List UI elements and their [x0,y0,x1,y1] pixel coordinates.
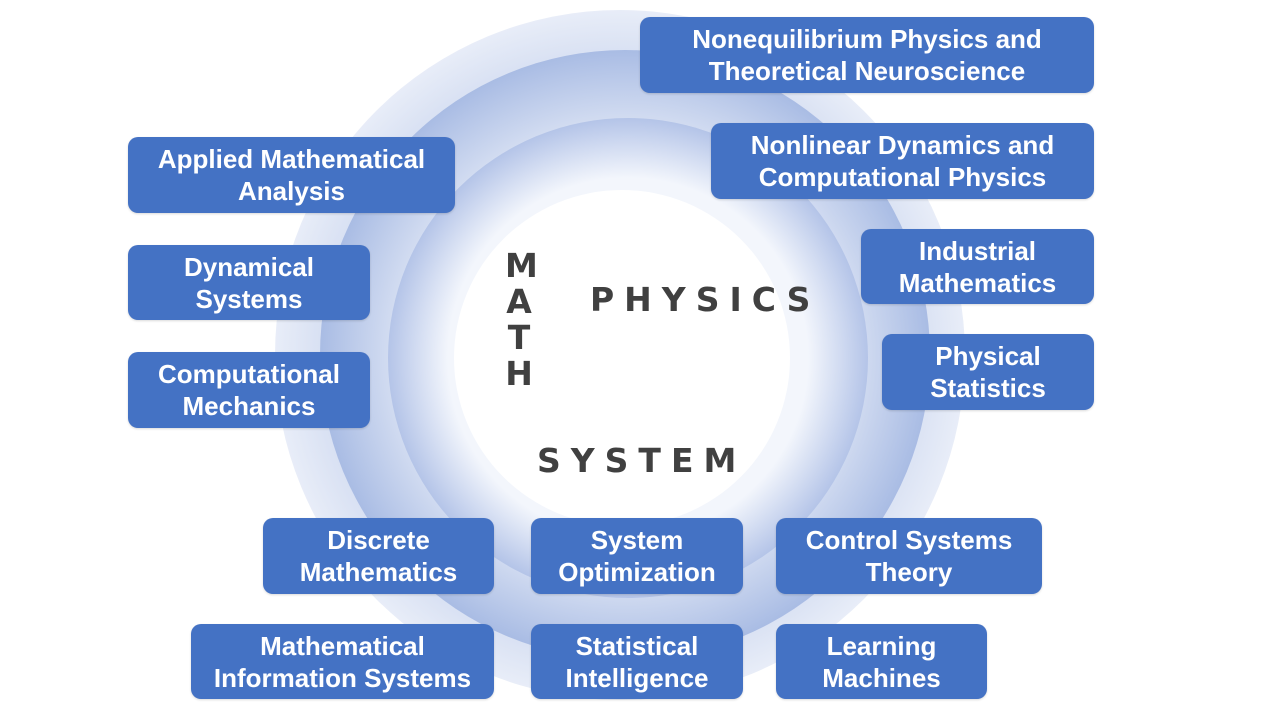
topic-mathematical-information-systems: Mathematical Information Systems [191,624,494,699]
core-label-physics: PHYSICS [590,280,821,319]
topic-industrial-mathematics: Industrial Mathematics [861,229,1094,304]
topic-applied-mathematical-analysis: Applied Mathematical Analysis [128,137,455,213]
topic-label: Nonequilibrium Physics and Theoretical N… [692,24,1042,86]
topic-control-systems-theory: Control Systems Theory [776,518,1042,594]
topic-label: Discrete Mathematics [299,525,458,587]
topic-label: Dynamical Systems [183,251,315,314]
topic-physical-statistics: Physical Statistics [882,334,1094,410]
topic-label: Physical Statistics [930,341,1046,403]
topic-label: System Optimization [558,525,716,587]
topic-label: Industrial Mathematics [898,235,1057,298]
topic-statistical-intelligence: Statistical Intelligence [531,624,743,699]
topic-nonequilibrium-physics: Nonequilibrium Physics and Theoretical N… [640,17,1094,93]
topic-dynamical-systems: Dynamical Systems [128,245,370,320]
topic-system-optimization: System Optimization [531,518,743,594]
topic-learning-machines: Learning Machines [776,624,987,699]
topic-discrete-mathematics: Discrete Mathematics [263,518,494,594]
topic-label: Mathematical Information Systems [213,630,472,693]
core-label-system: SYSTEM [537,441,747,480]
topic-label: Statistical Intelligence [565,630,709,693]
topic-label: Control Systems Theory [805,525,1013,587]
topic-label: Applied Mathematical Analysis [157,144,426,206]
topic-label: Learning Machines [822,630,941,693]
core-label-math: MATH [505,246,538,393]
core-circle [454,190,790,526]
topic-label: Nonlinear Dynamics and Computational Phy… [750,130,1055,192]
topic-computational-mechanics: Computational Mechanics [128,352,370,428]
topic-label: Computational Mechanics [158,359,340,421]
topic-nonlinear-dynamics: Nonlinear Dynamics and Computational Phy… [711,123,1094,199]
